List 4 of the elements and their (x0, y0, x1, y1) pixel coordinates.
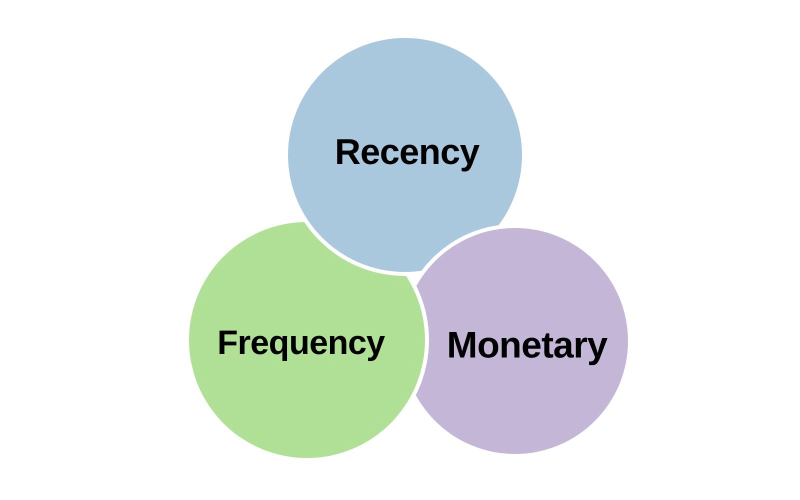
circle-label: Recency (334, 134, 480, 170)
circle-label: Monetary (446, 326, 608, 364)
circle-label: Frequency (217, 326, 385, 360)
venn-circle (288, 38, 522, 272)
